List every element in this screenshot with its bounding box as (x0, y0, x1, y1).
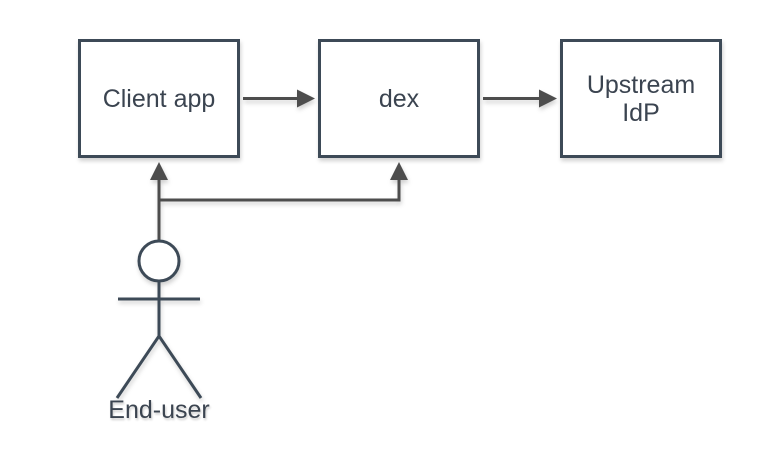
node-upstream-idp-label-line2: IdP (622, 98, 660, 127)
node-upstream-idp-label-line1: Upstream (586, 70, 696, 99)
node-client-app-label: Client app (102, 84, 216, 113)
actor-legs (115, 333, 203, 399)
node-client-app: Client app (78, 39, 240, 158)
node-upstream-idp: Upstream IdP (560, 39, 722, 158)
node-dex-label: dex (378, 84, 420, 113)
node-dex: dex (318, 39, 480, 158)
end-user-label: End-user (108, 396, 210, 424)
edge-end-user-to-dex (159, 162, 408, 202)
end-user-figure (115, 239, 203, 399)
actor-head (137, 239, 181, 283)
